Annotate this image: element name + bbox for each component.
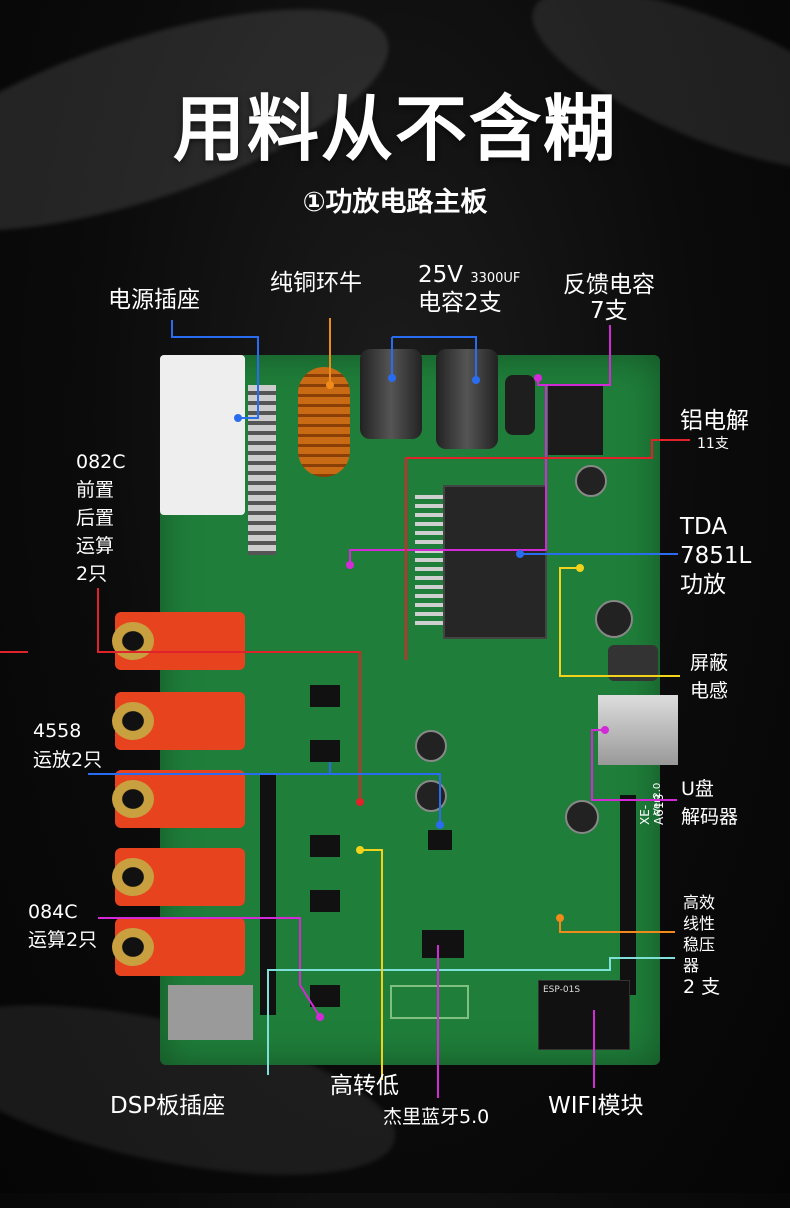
cap-rating-text: 3300UF [470,271,521,286]
label-cap-qty: 电容2支 [418,290,502,316]
label-dsp-socket: DSP板插座 [110,1093,226,1119]
ic [428,830,452,850]
op-amp-ic [310,835,340,857]
label-084c-2: 运算2只 [28,929,98,951]
dsp-board-header [260,775,276,1015]
capacitor-3300uf [436,349,498,449]
power-socket-pins [248,385,276,555]
label-tda-2: 7851L [680,543,752,569]
rca-gold-plug [112,858,154,896]
label-usb-2: 解码器 [681,806,739,828]
label-4558-2: 运放2只 [33,749,103,771]
label-regulator-2: 线性 [683,914,716,933]
op-amp-ic [310,985,340,1007]
label-feedback-cap-1: 反馈电容 [563,272,655,298]
tda-amplifier-chip [443,485,547,639]
label-shield-2: 电感 [690,680,729,702]
page-title: 用料从不含糊 [172,87,617,171]
rca-gold-plug [112,780,154,818]
label-copper-toroid: 纯铜环牛 [270,270,362,296]
label-alu-cap-2: 11支 [697,436,729,452]
label-usb-1: U盘 [681,778,714,800]
op-amp-ic [310,740,340,762]
wifi-chip-label: ESP-01S [543,985,581,995]
label-hi-lo: 高转低 [330,1073,399,1099]
label-cap-voltage: 25V 3300UF [418,262,520,290]
aluminium-capacitor [415,780,447,812]
label-tda-1: TDA [680,514,728,540]
usb-port [598,695,678,765]
aluminium-capacitor [575,465,607,497]
label-alu-cap-1: 铝电解 [680,408,749,434]
label-op082-1: 082C [76,451,126,473]
label-regulator-4: 器 [683,956,700,975]
label-tda-3: 功放 [680,572,726,598]
aluminium-capacitor [595,600,633,638]
tda-pins [415,495,443,625]
label-4558-1: 4558 [33,720,82,742]
pin-header [620,795,636,995]
rca-gold-plug [112,702,154,740]
shielded-inductor [608,645,658,681]
rca-gold-plug [112,928,154,966]
op-amp-ic [310,685,340,707]
label-bluetooth: 杰里蓝牙5.0 [383,1106,490,1128]
label-084c-1: 084C [28,901,78,923]
label-feedback-cap-2: 7支 [590,298,628,324]
label-op082-4: 运算 [76,535,115,557]
label-regulator-3: 稳压 [683,935,716,954]
label-power-socket: 电源插座 [108,287,200,313]
aluminium-capacitor [415,730,447,762]
board-version-mark: Ver2.0 [652,782,663,815]
page-subtitle: ①功放电路主板 [302,187,488,218]
copper-toroid-coil [298,367,350,477]
label-wifi: WIFI模块 [548,1093,644,1119]
dsp-connector-housing [168,985,253,1040]
bluetooth-chip [422,930,464,958]
rca-gold-plug [112,622,154,660]
label-op082-3: 后置 [76,507,115,529]
aluminium-capacitor [565,800,599,834]
heatsink-regulator [548,385,603,455]
power-socket [160,355,245,515]
label-shield-1: 屏蔽 [690,652,729,674]
pcb-antenna [390,985,469,1019]
label-regulator-5: 2 支 [683,976,721,998]
cap-voltage-text: 25V [418,262,464,288]
op-amp-ic [310,890,340,912]
label-op082-2: 前置 [76,479,115,501]
capacitor-3300uf [360,349,422,439]
label-op082-5: 2只 [76,563,108,585]
label-regulator-1: 高效 [683,893,716,912]
capacitor-small [505,375,535,435]
